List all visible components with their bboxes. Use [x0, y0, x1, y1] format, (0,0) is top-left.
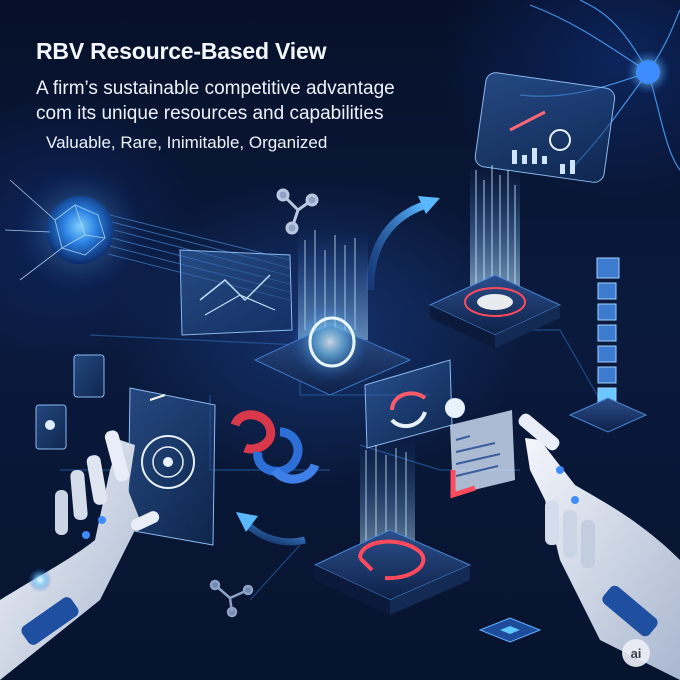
cycle-panel: [364, 359, 465, 449]
central-node: [253, 230, 412, 396]
stack-base: [568, 397, 648, 433]
molecule-icon-small: [209, 579, 254, 618]
ai-badge: ai: [622, 639, 650, 667]
headline: RBV Resource-Based View: [36, 38, 327, 64]
criteria-list: Valuable, Rare, Inimitable, Organized: [46, 133, 328, 152]
robot-hand-right-icon: [518, 413, 680, 680]
analytics-panel: [474, 72, 616, 183]
map-panel: [179, 249, 293, 336]
growth-arrow: [366, 201, 427, 291]
molecule-icon: [276, 188, 319, 235]
cycle-arrow-icon: [390, 391, 427, 411]
return-arrow: [242, 519, 306, 546]
small-panel-left: [35, 354, 105, 450]
chip-icon: [478, 617, 542, 643]
resource-node: [313, 440, 472, 615]
block-stack: [596, 257, 620, 409]
brain-network-icon: [4, 168, 142, 292]
chain-link-icon: [230, 410, 320, 484]
subtitle-line-2: com its unique resources and capabilitie…: [36, 103, 384, 124]
robot-hand-icon: [0, 430, 160, 680]
document-panel: [450, 410, 515, 499]
target-panel: [127, 387, 216, 546]
data-server-icon: [428, 165, 562, 348]
subtitle-line-1: A firm’s sustainable competitive advanta…: [36, 78, 395, 99]
hand-glow: [28, 568, 52, 592]
